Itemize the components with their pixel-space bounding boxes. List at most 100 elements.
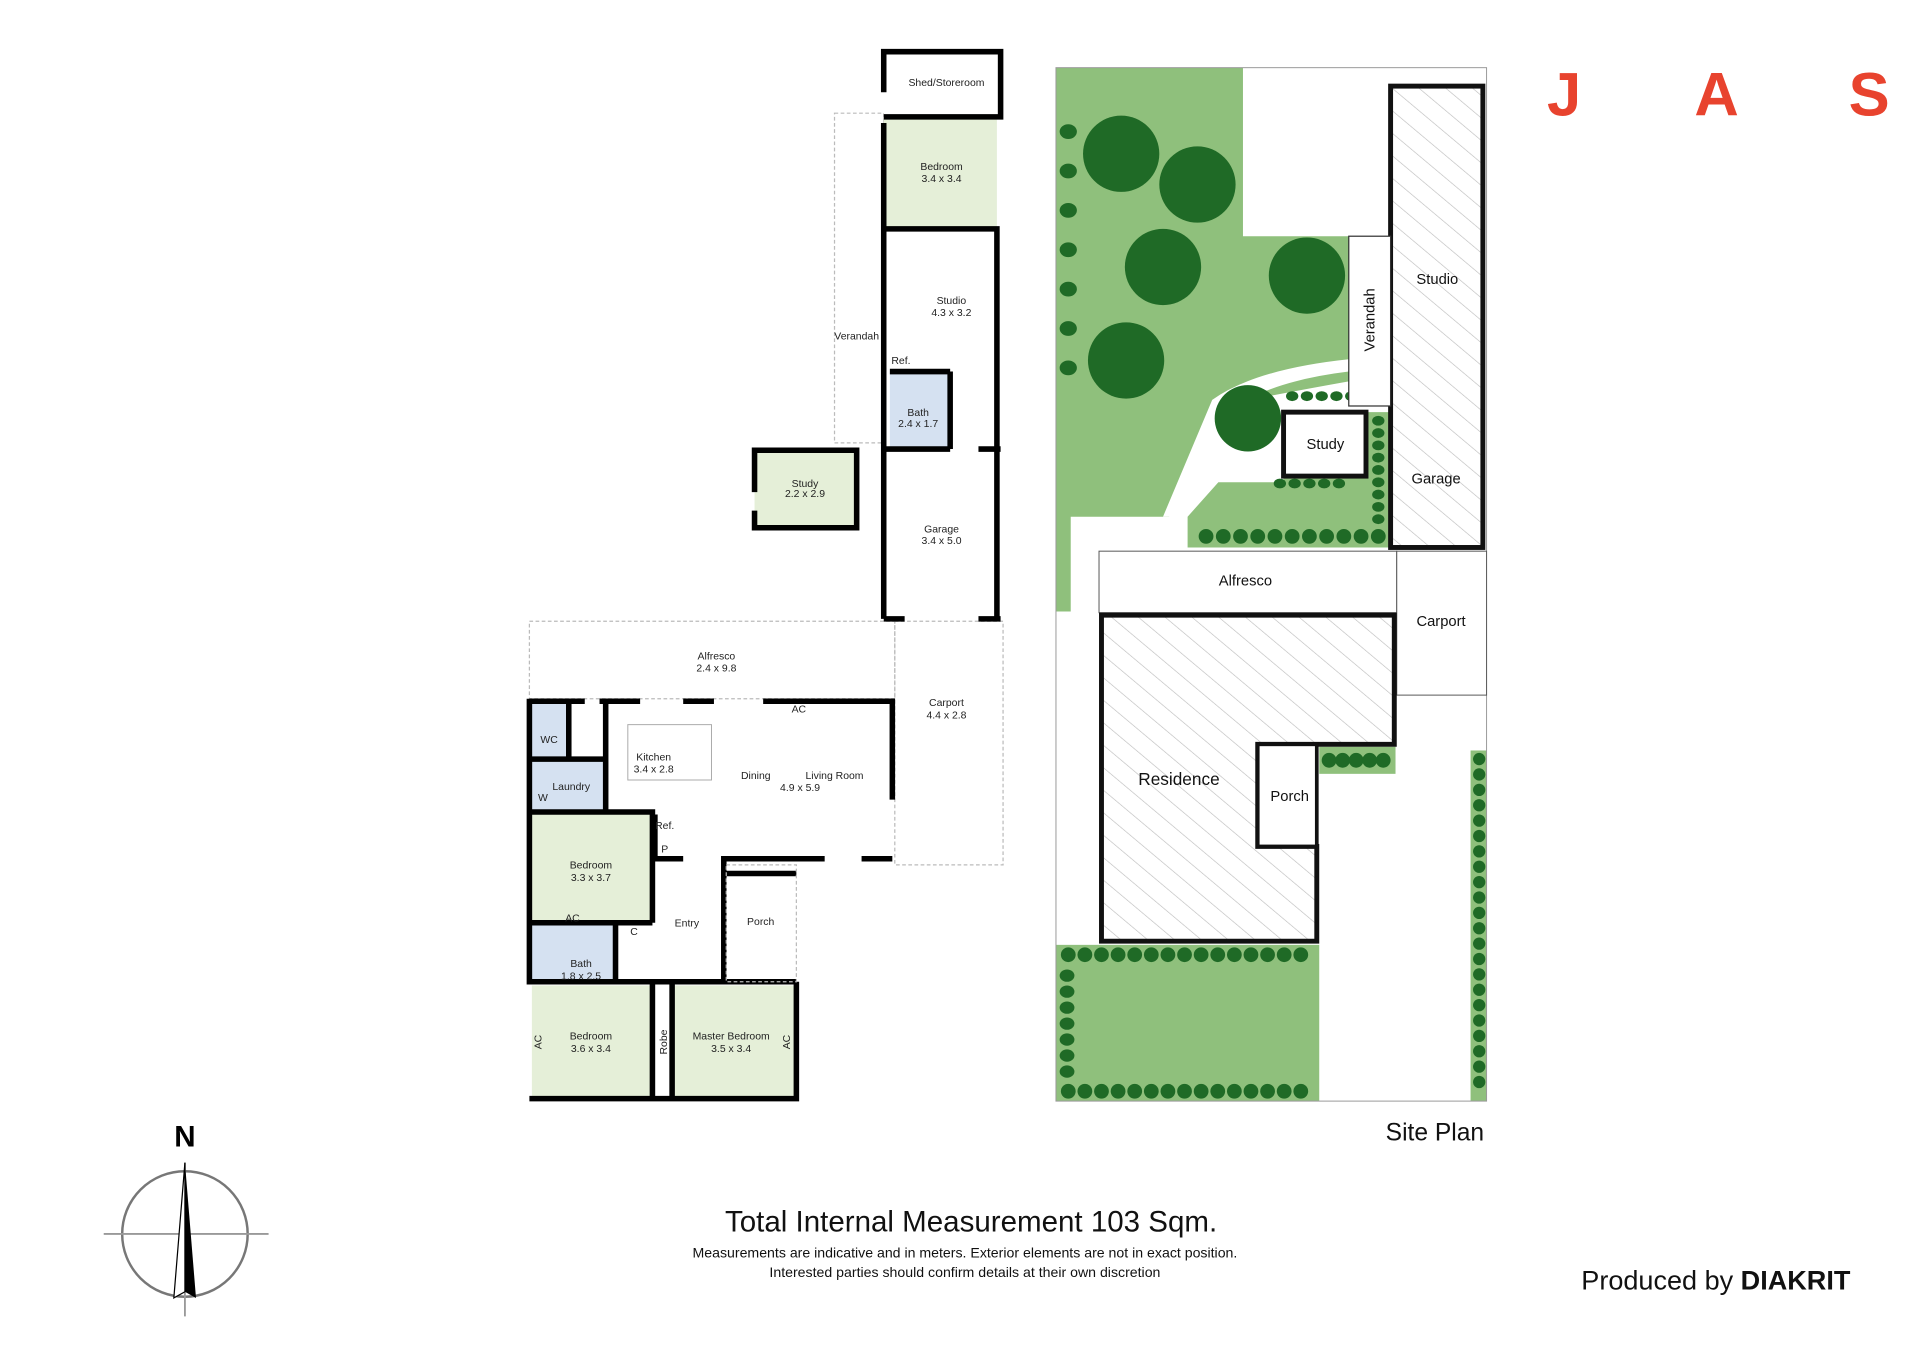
shrub-icon — [1473, 998, 1486, 1012]
shrub-icon — [1473, 983, 1486, 996]
shrub-icon — [1059, 281, 1077, 297]
shrub-icon — [1160, 1083, 1176, 1099]
shrub-icon — [1059, 1001, 1075, 1014]
verandah-area — [833, 112, 885, 444]
brand-letter: A — [1694, 61, 1738, 130]
shrub-icon — [1059, 1033, 1075, 1046]
shrub-icon — [1273, 478, 1287, 489]
room-size-study: 2.2 x 2.9 — [785, 489, 825, 500]
room-label-living: Living Room — [806, 771, 864, 782]
shrub-icon — [1226, 947, 1242, 963]
ac-label: AC — [782, 1034, 793, 1049]
shrub-icon — [1372, 440, 1385, 451]
shrub-icon — [1473, 922, 1486, 935]
shrub-icon — [1284, 529, 1300, 544]
room-label-study: Study — [792, 479, 819, 490]
shrub-icon — [1059, 1017, 1075, 1030]
shrub-icon — [1473, 752, 1486, 766]
shrub-icon — [1177, 1083, 1192, 1099]
shrub-icon — [1110, 947, 1126, 963]
shrub-icon — [1335, 752, 1350, 768]
shrub-icon — [1210, 1083, 1226, 1099]
shrub-icon — [1059, 202, 1077, 218]
room-label-laundry: Laundry — [552, 782, 590, 793]
shrub-icon — [1060, 947, 1076, 963]
outbuilding-walls — [880, 48, 1004, 622]
shrub-icon — [1372, 415, 1385, 426]
label-studio-ref: Ref. — [891, 356, 910, 367]
shrub-icon — [1059, 124, 1077, 140]
label-pantry: P — [661, 845, 668, 856]
room-label-alfresco: Alfresco — [698, 651, 736, 662]
tree-icon — [1124, 228, 1202, 306]
room-label-studio: Studio — [937, 296, 967, 307]
wc-room — [531, 701, 569, 760]
shrub-icon — [1473, 799, 1486, 812]
shrub-icon — [1077, 1083, 1093, 1099]
site-verandah — [1348, 235, 1392, 407]
shrub-icon — [1059, 1049, 1075, 1062]
shrub-icon — [1473, 937, 1486, 950]
room-label-bedroom-upper: Bedroom — [920, 162, 962, 173]
shrub-icon — [1286, 391, 1299, 402]
site-porch — [1255, 742, 1319, 849]
room-size-bedroom-upper: 3.4 x 3.4 — [922, 174, 962, 185]
shrub-icon — [1243, 1083, 1259, 1099]
tree-icon — [1087, 322, 1165, 399]
room-size-bedroom-3: 3.6 x 3.4 — [571, 1044, 611, 1055]
bedroom-3-room — [531, 985, 653, 1099]
shrub-icon — [1293, 947, 1309, 963]
produced-by-label: Produced by DIAKRIT — [1581, 1265, 1851, 1295]
garage-room — [883, 450, 1001, 619]
shrub-icon — [1336, 529, 1352, 544]
site-label-studio: Studio — [1416, 272, 1458, 288]
tree-icon — [1159, 146, 1236, 223]
ac-label: AC — [565, 913, 580, 924]
shrub-icon — [1215, 529, 1231, 544]
shrub-icon — [1372, 452, 1385, 463]
shrub-icon — [1473, 845, 1486, 858]
site-label-verandah: Verandah — [1363, 288, 1379, 351]
footer: Total Internal Measurement 103 Sqm. Meas… — [692, 1206, 1850, 1296]
room-size-studio: 4.3 x 3.2 — [931, 308, 971, 319]
shrub-icon — [1319, 529, 1335, 544]
shrub-icon — [1059, 242, 1077, 258]
shrub-icon — [1473, 829, 1486, 843]
kitchen-island — [627, 724, 712, 781]
shrub-icon — [1193, 947, 1209, 963]
room-size-bath-main: 1.8 x 2.5 — [561, 971, 601, 982]
master-room — [673, 985, 794, 1099]
shrub-icon — [1315, 391, 1328, 402]
room-size-alfresco: 2.4 x 9.8 — [696, 664, 736, 675]
site-alfresco — [1098, 550, 1398, 614]
north-label: N — [174, 1121, 195, 1154]
room-label-bath-main: Bath — [570, 959, 592, 970]
shrub-icon — [1059, 1065, 1075, 1078]
shrub-icon — [1473, 1014, 1486, 1027]
shrub-icon — [1059, 321, 1077, 336]
produced-by-text: Produced by — [1581, 1265, 1733, 1295]
shrub-icon — [1372, 477, 1385, 488]
room-label-porch: Porch — [747, 917, 774, 928]
site-label-residence: Residence — [1138, 769, 1219, 789]
compass-icon: N — [103, 1121, 269, 1317]
trees — [1083, 115, 1346, 452]
room-size-master: 3.5 x 3.4 — [711, 1044, 751, 1055]
shrub-icon — [1177, 947, 1192, 963]
shrub-icon — [1332, 478, 1346, 489]
shrub-icon — [1348, 752, 1364, 768]
shrub-icon — [1321, 752, 1337, 768]
bedroom-upper-room — [883, 118, 997, 229]
shrub-icon — [1260, 947, 1275, 963]
shrub-icon — [1243, 947, 1259, 963]
shrub-icon — [1473, 906, 1486, 920]
laundry-room — [531, 759, 606, 811]
shrub-icon — [1267, 529, 1283, 544]
room-label-master: Master Bedroom — [693, 1032, 770, 1043]
shrub-icon — [1143, 1083, 1159, 1099]
room-label-entry: Entry — [675, 918, 700, 929]
room-label-carport: Carport — [929, 698, 964, 709]
shrub-icon — [1473, 1045, 1486, 1058]
shrub-icon — [1276, 1083, 1292, 1099]
